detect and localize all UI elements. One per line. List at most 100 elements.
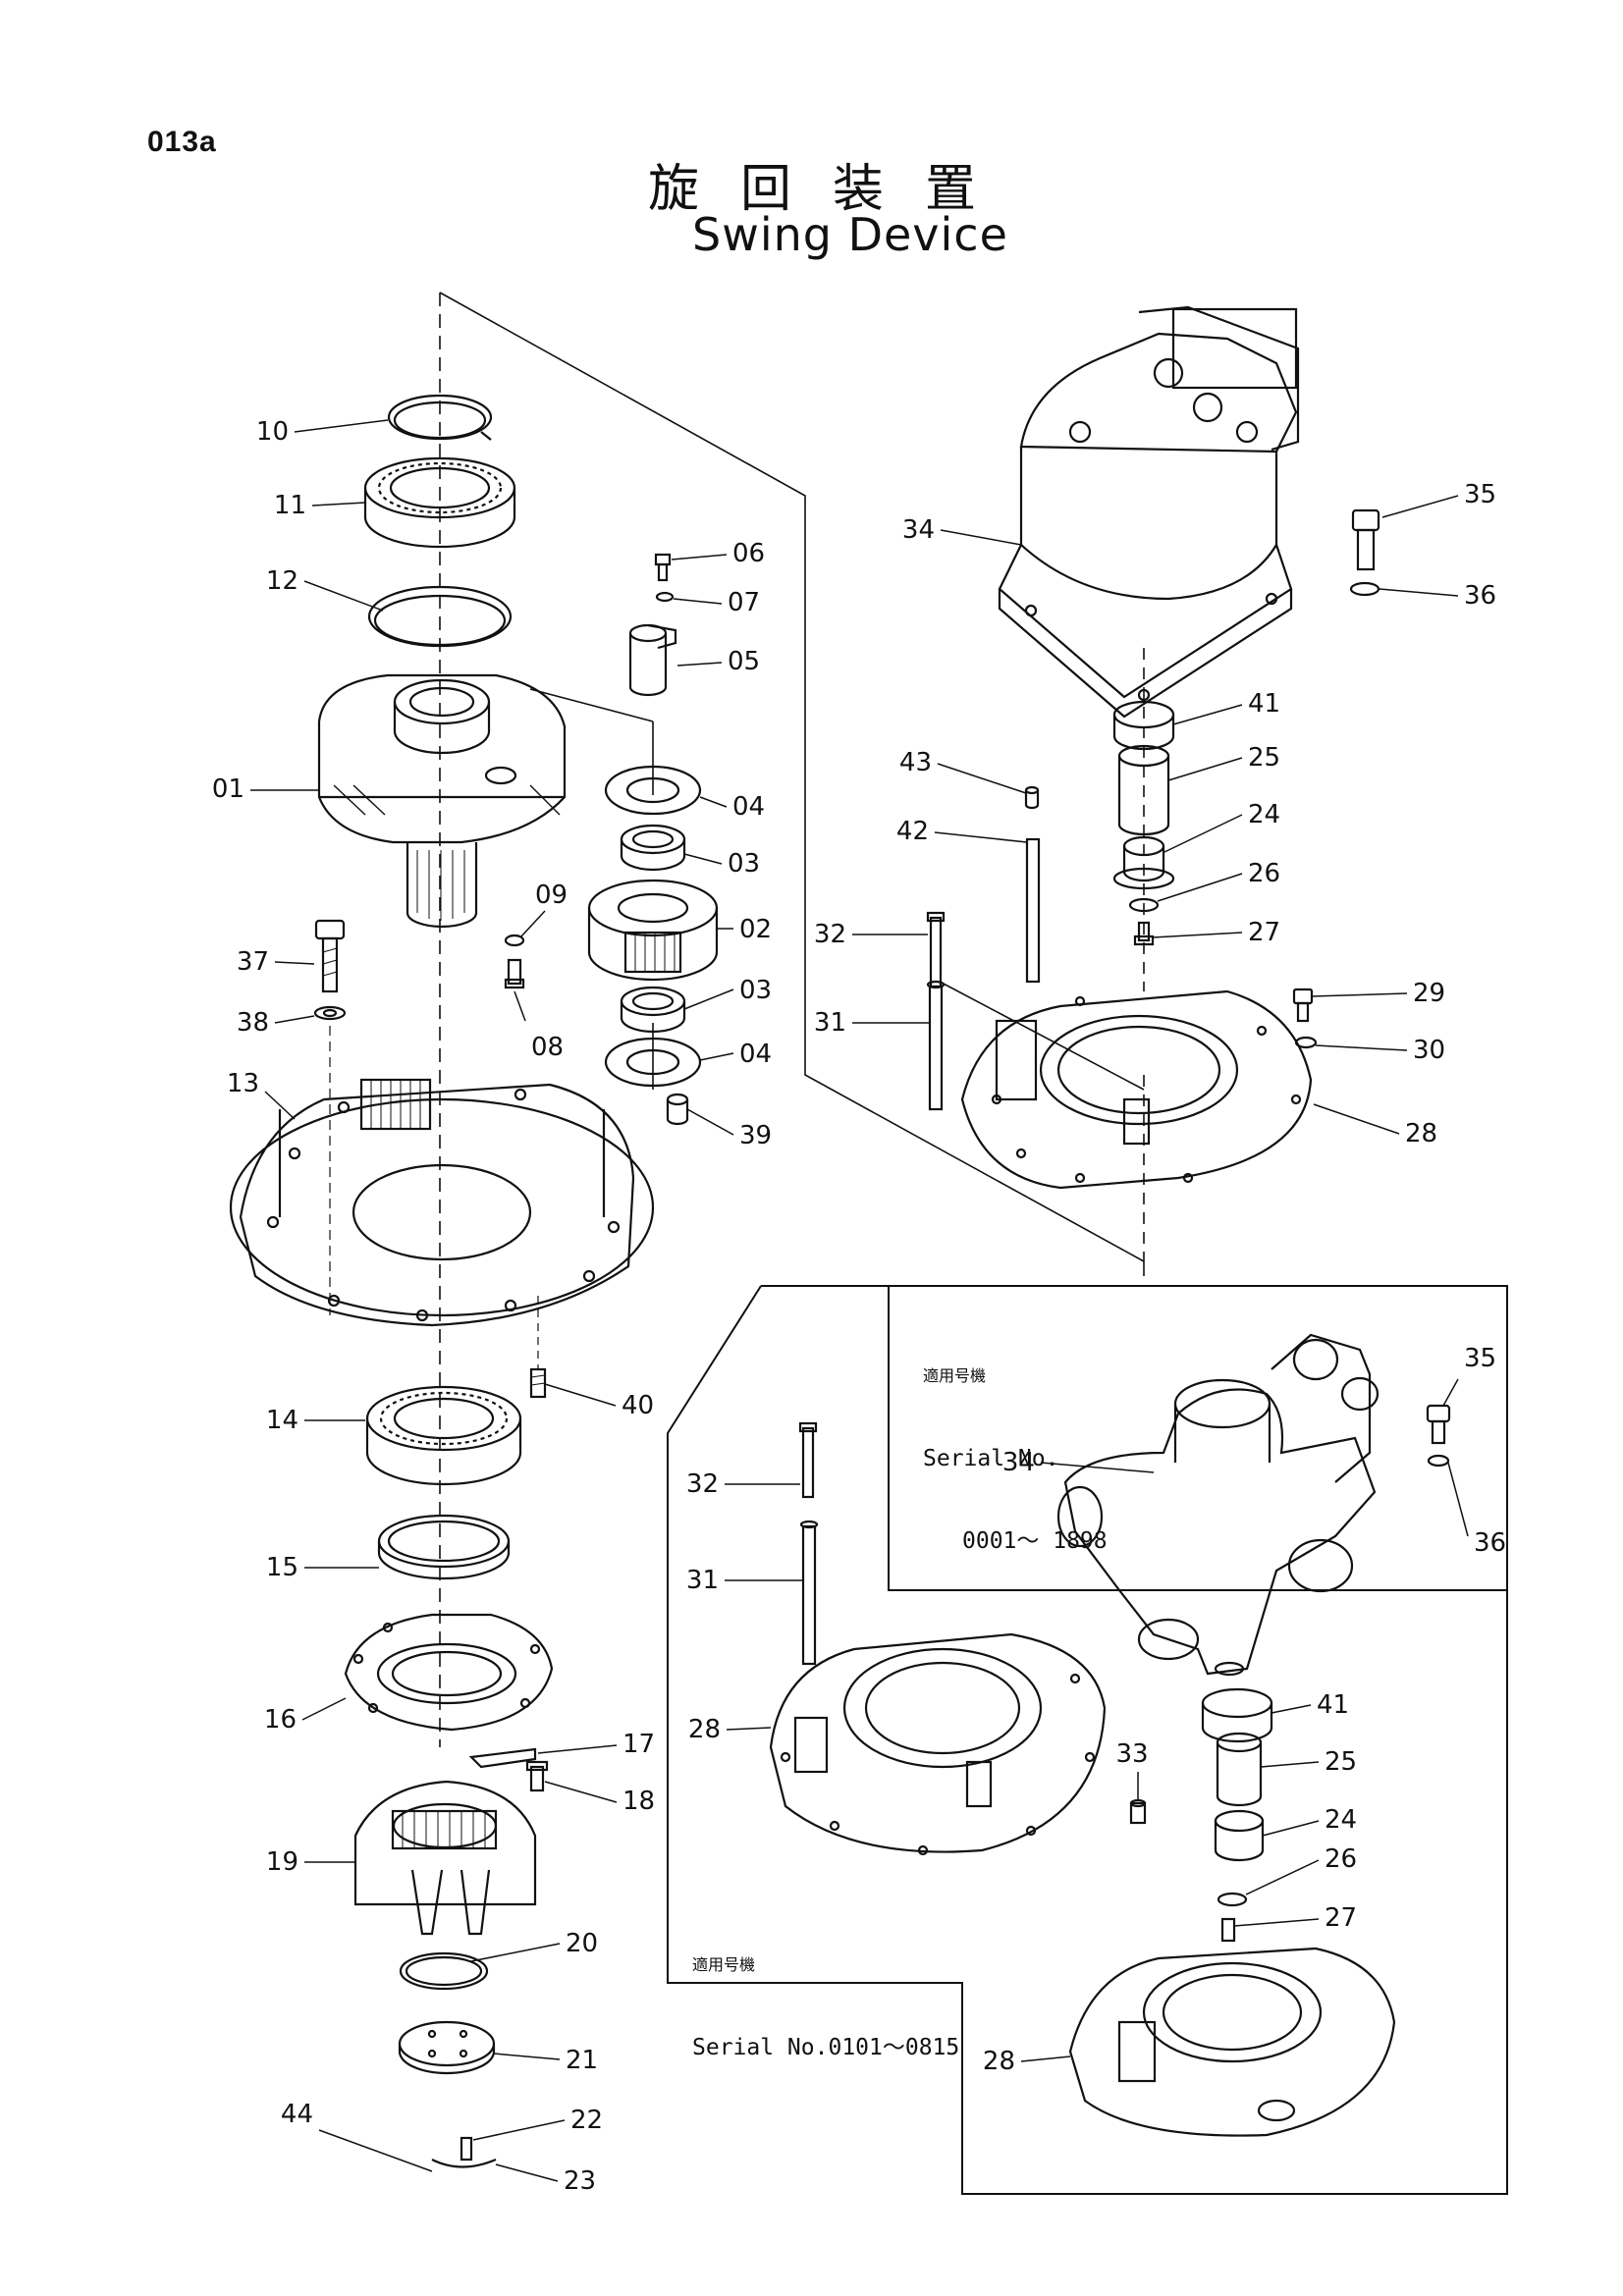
callout-label-c06: 06 [732, 539, 765, 568]
callout-label-i31: 31 [686, 1566, 719, 1595]
callout-label-m32: 32 [814, 920, 846, 949]
callout-leader-c40 [544, 1383, 617, 1407]
callout-leader-i34 [1040, 1462, 1155, 1473]
part-15-oil-seal [377, 1514, 511, 1580]
part-31-rod [926, 980, 946, 1111]
callout-leader-m27 [1152, 932, 1243, 938]
callout-leader-c03b [683, 988, 734, 1010]
inset-frame-upper [889, 1285, 1508, 1590]
callout-leader-m29 [1311, 992, 1408, 997]
callout-label-m34: 34 [902, 515, 935, 545]
callout-label-c16: 16 [264, 1705, 297, 1735]
part-35-bolt [1351, 508, 1380, 571]
callout-leader-m43 [937, 763, 1027, 794]
callout-label-c44: 44 [281, 2100, 313, 2129]
callout-label-c04a: 04 [732, 792, 765, 822]
title-japanese: 旋回装置 [648, 160, 1018, 219]
callout-label-c10: 10 [256, 417, 289, 447]
part-40-plug [529, 1367, 547, 1399]
callout-label-i41: 41 [1317, 1690, 1349, 1720]
callout-labels: 1011120137381314151619440607050403090203… [212, 417, 1506, 2196]
callout-leader-c44 [318, 2129, 433, 2172]
part-26-plate [1128, 897, 1160, 913]
part-29-bolt [1292, 988, 1314, 1023]
callout-leader-i26 [1245, 1859, 1320, 1896]
callout-leader-c06 [671, 554, 728, 561]
part-13-ring-gear-housing [229, 1078, 655, 1327]
part-01-housing [317, 673, 567, 929]
callout-label-m35: 35 [1464, 480, 1496, 509]
callout-leader-i36 [1447, 1462, 1469, 1537]
callout-leader-c20 [470, 1943, 561, 1962]
callout-label-i25: 25 [1325, 1747, 1357, 1777]
callout-leader-c03a [683, 853, 723, 865]
callout-leader-m42 [934, 831, 1028, 843]
callout-label-c13: 13 [227, 1069, 259, 1098]
callout-label-c37: 37 [237, 947, 269, 977]
inset-upper-applicability: 適用号機 [923, 1366, 987, 1385]
inset-upper-part-35-bolt [1426, 1404, 1451, 1445]
part-17-lock-plate [468, 1747, 537, 1769]
callout-label-m26: 26 [1248, 859, 1280, 888]
callout-label-c19: 19 [266, 1847, 298, 1877]
inset-lower-part-32 [798, 1421, 818, 1499]
callout-leader-c39 [686, 1108, 734, 1136]
part-12-ring [367, 585, 513, 648]
callout-label-c23: 23 [564, 2166, 596, 2196]
callout-leader-c23 [495, 2163, 559, 2182]
part-27-bolt [1133, 921, 1155, 946]
callout-leader-c04b [699, 1052, 734, 1061]
callout-label-c38: 38 [237, 1008, 269, 1038]
callout-label-m36: 36 [1464, 581, 1496, 611]
callout-leader-c37 [274, 961, 315, 965]
callout-label-c05: 05 [728, 647, 760, 676]
callout-label-c03a: 03 [728, 849, 760, 879]
part-19-pinion [353, 1780, 537, 1936]
part-21-end-plate [398, 2020, 496, 2075]
callout-label-i27: 27 [1325, 1903, 1357, 1933]
inset-lower-applicability: 適用号機 [692, 1955, 756, 1974]
part-28-valve-casing [960, 989, 1313, 1190]
callout-label-m41: 41 [1248, 689, 1280, 719]
callout-label-m31: 31 [814, 1008, 846, 1038]
inset-upper-part-25 [1216, 1732, 1263, 1807]
callout-label-i28: 28 [688, 1715, 721, 1744]
part-04-thrust-washer-lower [604, 1037, 702, 1088]
inset-lower-serial: 適用号機 Serial No.0101〜0815 [692, 1896, 959, 2116]
inset-lower-serial-text: Serial No.0101〜0815 [692, 2035, 960, 2060]
callout-label-c01: 01 [212, 774, 244, 804]
part-14-bearing [365, 1385, 522, 1486]
callout-leader-c13 [264, 1091, 296, 1120]
part-42-shaft [1025, 837, 1041, 984]
inset-lower-part-31 [799, 1520, 819, 1666]
callout-leader-m35 [1381, 495, 1459, 518]
part-09-washer [504, 934, 525, 947]
part-24-spacer [1112, 835, 1175, 890]
callout-leader-m30 [1315, 1044, 1408, 1051]
part-10-snap-ring [387, 394, 493, 441]
inset-upper-part-26 [1217, 1892, 1248, 1907]
callout-leader-j28 [1020, 2056, 1071, 2062]
callout-label-c03b: 03 [739, 976, 772, 1005]
callout-label-m24: 24 [1248, 800, 1280, 829]
part-22-bolt [460, 2136, 473, 2162]
inset-lower-part-28 [769, 1632, 1107, 1856]
callout-label-i26: 26 [1325, 1844, 1357, 1874]
part-20-o-ring [399, 1951, 489, 1991]
callout-label-j28: 28 [983, 2047, 1015, 2076]
callout-leader-c22 [472, 2119, 566, 2141]
callout-leader-c17 [537, 1744, 618, 1754]
part-02-planet-gear [587, 879, 719, 982]
callout-leader-c08 [514, 990, 526, 1022]
callout-leader-c21 [493, 2053, 561, 2060]
callout-label-i24: 24 [1325, 1805, 1357, 1835]
part-07-washer [655, 591, 675, 603]
callout-leader-m41 [1172, 704, 1243, 725]
callout-label-c21: 21 [566, 2046, 598, 2075]
part-32-shaft [926, 911, 946, 988]
part-04-thrust-washer [604, 765, 702, 816]
inset-upper-part-28 [1068, 1947, 1396, 2137]
inset-upper-part-27 [1220, 1917, 1236, 1943]
